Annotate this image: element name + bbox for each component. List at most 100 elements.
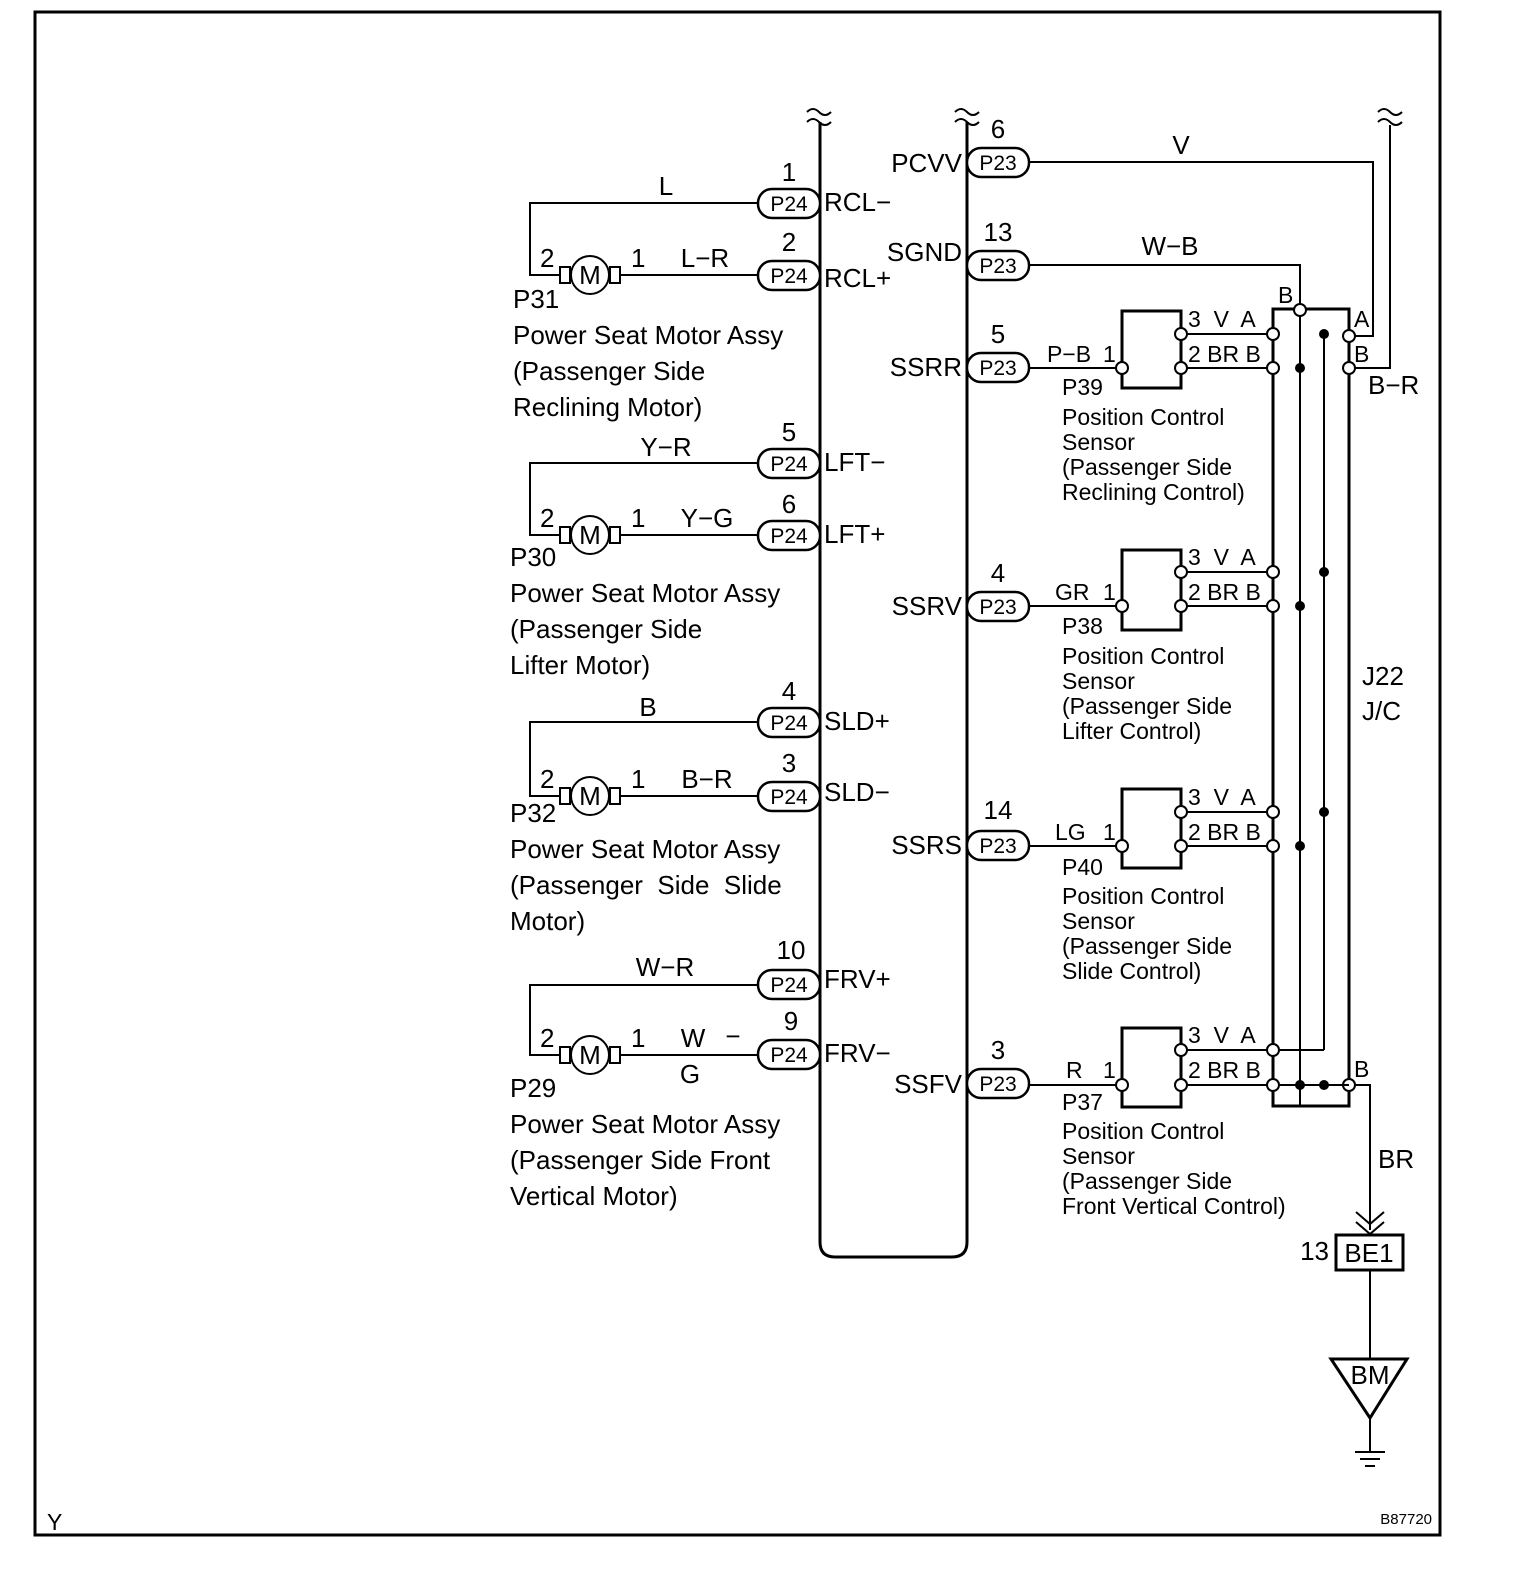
motor-terminal-left: [559, 526, 571, 544]
wire-color-l: L: [659, 171, 673, 201]
motor-m-label: M: [579, 520, 601, 550]
diagram-frame: [33, 10, 1442, 1537]
signal-name: FRV+: [824, 964, 891, 994]
connector-label: P24: [770, 265, 808, 288]
sensor-in-pin: 1: [1103, 579, 1116, 605]
sensor-br-label: 2 BR B: [1188, 819, 1261, 845]
connector-badge: [756, 259, 822, 292]
wire-sgnd: [1029, 264, 1301, 310]
motor-terminal-left: [559, 1046, 571, 1064]
connector-label: P24: [770, 1044, 808, 1067]
ecu-left-pin-rcl-minus: P24 1 RCL−: [756, 157, 891, 220]
motor-terminal-right: [609, 266, 621, 284]
pin-number: 4: [991, 558, 1005, 588]
sensor-desc-line4: Reclining Control): [1062, 479, 1245, 505]
sensor-in-wire: LG: [1055, 819, 1086, 845]
junction-top-a: A: [1354, 306, 1370, 332]
motor-pin-2: 2: [540, 764, 554, 794]
connector-label: P23: [979, 152, 1016, 175]
sensor-br-label: 2 BR B: [1188, 341, 1261, 367]
motor-id: P29: [510, 1073, 556, 1103]
motor-desc-line1: Power Seat Motor Assy: [510, 1109, 780, 1139]
pin-number: 9: [784, 1006, 798, 1036]
motor-desc-line3: Motor): [510, 906, 585, 936]
motor-id: P30: [510, 542, 556, 572]
sensor-in-pin: 1: [1103, 819, 1116, 845]
pin-number: 2: [782, 227, 796, 257]
wire-color-w: W: [681, 1023, 706, 1053]
connector-label: P24: [770, 193, 808, 216]
motor-m-label: M: [579, 1040, 601, 1070]
ecu-right-pin-sgnd: P23 13 SGND: [887, 217, 1031, 282]
pin-number: 5: [782, 417, 796, 447]
ecu-left-pin-rcl-plus: P24 2 RCL+: [756, 227, 891, 293]
sensor-desc-line2: Sensor: [1062, 1143, 1135, 1169]
signal-name: FRV−: [824, 1038, 891, 1068]
sensor-in-wire: GR: [1055, 579, 1090, 605]
ecu-left-pin-lft-minus: P24 5 LFT−: [756, 417, 885, 480]
connector-badge: [756, 1038, 822, 1071]
motor-pin-2: 2: [540, 243, 554, 273]
pin-number: 6: [991, 114, 1005, 144]
motor-desc-line3: Reclining Motor): [513, 392, 702, 422]
connector-label: P23: [979, 1073, 1016, 1096]
motor-pin-2: 2: [540, 1023, 554, 1053]
sensor-desc-line4: Slide Control): [1062, 958, 1201, 984]
wire-b-r: [1349, 125, 1391, 369]
signal-name: SSFV: [894, 1069, 963, 1099]
sensor-br-label: 2 BR B: [1188, 579, 1261, 605]
motor-symbol: [570, 776, 610, 816]
motor-symbol: [570, 255, 610, 295]
sensor-v-label: 3 V A: [1188, 544, 1256, 570]
ground-connector-label: BE1: [1344, 1238, 1393, 1268]
pin-number: 10: [777, 935, 806, 965]
motor-desc-line3: Vertical Motor): [510, 1181, 678, 1211]
motor-desc-line2: (Passenger Side: [510, 614, 702, 644]
connector-badge: [756, 447, 822, 480]
signal-name: RCL−: [824, 187, 891, 217]
wire-color-l-r: L−R: [681, 243, 729, 273]
ground-wire-color: BR: [1378, 1144, 1414, 1174]
sensor-desc-line1: Position Control: [1062, 404, 1224, 430]
sensor-desc-line4: Lifter Control): [1062, 718, 1201, 744]
motor-terminal-right: [609, 787, 621, 805]
signal-name: LFT+: [824, 519, 885, 549]
signal-name: SLD−: [824, 777, 890, 807]
ground-connector-box: [1334, 1233, 1405, 1272]
wire-color-dash: −: [725, 1021, 740, 1051]
ecu-right-pin-ssrv: P23 4 SSRV: [892, 558, 1031, 623]
sensor-desc-line1: Position Control: [1062, 643, 1224, 669]
motor-m-label: M: [579, 781, 601, 811]
junction-type: J/C: [1362, 696, 1401, 726]
sensor-desc-line3: (Passenger Side: [1062, 693, 1232, 719]
motor-desc-line1: Power Seat Motor Assy: [510, 578, 780, 608]
motor-pin-2: 2: [540, 503, 554, 533]
sensor-desc-line3: (Passenger Side: [1062, 454, 1232, 480]
junction-bottom-b: B: [1354, 1056, 1369, 1082]
sensor-p39: P−B 1 3 V A 2 BR B P39 Position Control …: [1029, 306, 1329, 505]
motor-desc-line2: (Passenger Side Front: [510, 1145, 771, 1175]
ecu-left-pin-frv-plus: P24 10 FRV+: [756, 935, 891, 1001]
motor-terminal-left: [559, 787, 571, 805]
sensor-id: P40: [1062, 854, 1103, 880]
motor-p32: M 2 1 P32 Power Seat Motor Assy (Passeng…: [510, 721, 782, 936]
signal-name: SSRV: [892, 591, 963, 621]
connector-label: P23: [979, 255, 1016, 278]
junction-j22: J22 J/C B A B B: [1271, 282, 1404, 1108]
connector-badge: [756, 706, 822, 739]
motor-desc-line2: (Passenger Side Slide: [510, 870, 782, 900]
sensor-body: [1120, 548, 1183, 632]
connector-badge: [756, 187, 822, 220]
sensor-v-label: 3 V A: [1188, 784, 1256, 810]
sensor-body: [1120, 1026, 1183, 1109]
connector-label: P23: [979, 357, 1016, 380]
sensor-desc-line1: Position Control: [1062, 1118, 1224, 1144]
ground-point-triangle: [1328, 1357, 1410, 1421]
connector-badge: [756, 519, 822, 552]
wire-color-b: B: [639, 692, 656, 722]
pin-number: 4: [782, 676, 796, 706]
pin-number: 14: [984, 795, 1013, 825]
wire-color-y-g: Y−G: [681, 503, 734, 533]
connector-badge: [756, 780, 822, 813]
